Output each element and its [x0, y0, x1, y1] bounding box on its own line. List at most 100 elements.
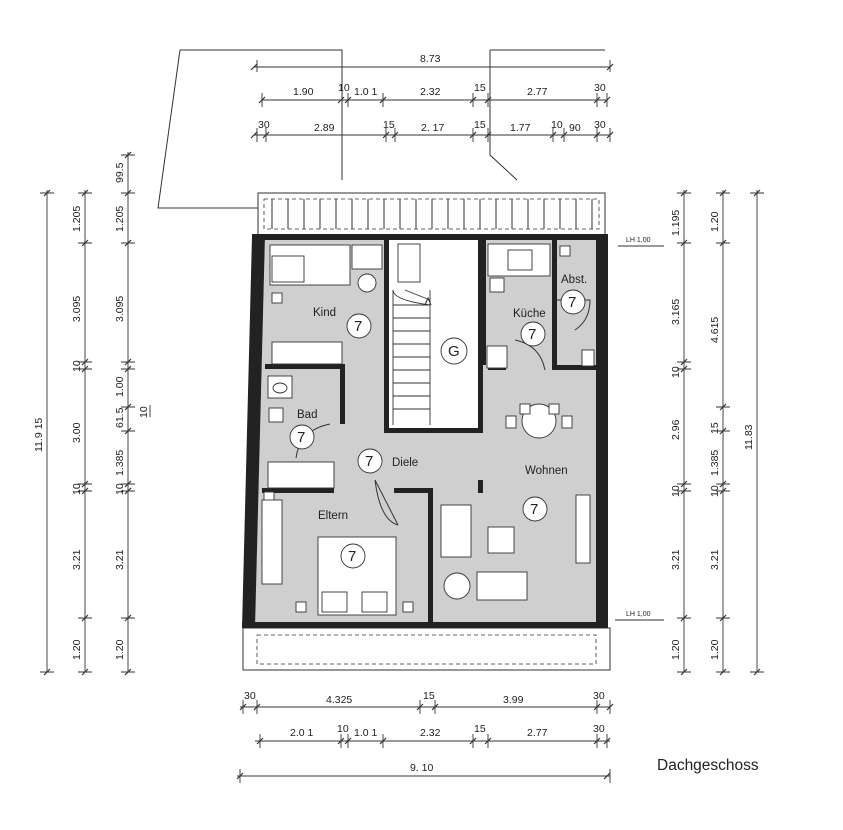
room-label-eltern: Eltern [318, 510, 348, 522]
marker-eltern: 7 [340, 543, 366, 569]
svg-text:2.96: 2.96 [670, 419, 682, 440]
svg-text:10: 10 [337, 723, 349, 735]
svg-text:9. 10: 9. 10 [410, 762, 434, 774]
dims-top [250, 60, 614, 142]
staircase [384, 240, 483, 433]
svg-text:1.0 1: 1.0 1 [354, 727, 378, 739]
bottom-balcony [242, 627, 611, 671]
svg-text:1.205: 1.205 [114, 206, 126, 232]
dims-bottom [236, 700, 614, 783]
svg-text:7: 7 [528, 326, 536, 343]
svg-text:4.325: 4.325 [326, 694, 352, 706]
svg-text:11.83: 11.83 [743, 424, 755, 450]
svg-text:11.9 15: 11.9 15 [33, 418, 45, 452]
marker-diele: 7 [357, 448, 383, 474]
svg-text:7: 7 [348, 548, 356, 565]
lh-lower: LH 1,00 [626, 611, 651, 618]
svg-text:7: 7 [568, 294, 576, 311]
svg-text:3.21: 3.21 [114, 549, 126, 570]
dims-top-labels: 8.73 1.90 10 1.0 1 2.32 15 2.77 30 30 2.… [258, 53, 606, 134]
lh-markers: LH 1,00 LH 1,00 [615, 237, 664, 621]
svg-text:2.32: 2.32 [420, 86, 441, 98]
svg-text:1.90: 1.90 [293, 86, 314, 98]
svg-text:1.385: 1.385 [114, 450, 126, 476]
svg-text:30: 30 [593, 723, 605, 735]
svg-text:90: 90 [569, 122, 581, 134]
top-balcony [257, 192, 606, 236]
abst-furniture [559, 245, 595, 367]
svg-text:3.21: 3.21 [709, 549, 721, 570]
svg-text:15: 15 [383, 119, 395, 131]
svg-text:2. 17: 2. 17 [421, 122, 445, 134]
svg-text:7: 7 [365, 453, 373, 470]
kueche-furniture [486, 243, 551, 369]
svg-text:10: 10 [138, 406, 150, 418]
svg-text:2.89: 2.89 [314, 122, 335, 134]
marker-bad: 7 [289, 424, 315, 450]
svg-text:3.165: 3.165 [670, 299, 682, 325]
svg-text:1.205: 1.205 [71, 206, 83, 232]
svg-text:10: 10 [338, 82, 350, 94]
svg-text:8.73: 8.73 [420, 53, 441, 65]
svg-text:1.20: 1.20 [709, 639, 721, 660]
svg-text:10: 10 [670, 366, 682, 378]
svg-text:1.20: 1.20 [114, 639, 126, 660]
svg-text:3.00: 3.00 [71, 422, 83, 443]
room-label-diele: Diele [392, 457, 418, 469]
svg-text:30: 30 [594, 82, 606, 94]
room-label-bad: Bad [297, 409, 317, 421]
room-label-wohnen: Wohnen [525, 465, 568, 477]
svg-text:15: 15 [474, 82, 486, 94]
svg-text:30: 30 [593, 690, 605, 702]
svg-text:30: 30 [258, 119, 270, 131]
svg-text:15: 15 [474, 119, 486, 131]
dims-bottom-labels: 30 4.325 15 3.99 30 2.0 1 10 1.0 1 2.32 … [244, 690, 605, 774]
kind-furniture [269, 244, 383, 365]
svg-text:4.615: 4.615 [709, 317, 721, 343]
roof-outline [157, 49, 605, 209]
svg-text:15: 15 [474, 723, 486, 735]
marker-wohnen: 7 [522, 496, 548, 522]
svg-text:1.20: 1.20 [709, 211, 721, 232]
svg-text:1.0 1: 1.0 1 [354, 86, 378, 98]
svg-text:3.095: 3.095 [114, 296, 126, 322]
svg-text:3.21: 3.21 [71, 549, 83, 570]
marker-kueche: 7 [520, 321, 546, 347]
bad-furniture [263, 375, 335, 503]
lh-upper: LH 1,00 [626, 237, 651, 244]
svg-text:10: 10 [71, 483, 83, 495]
svg-text:2.77: 2.77 [527, 86, 548, 98]
svg-text:10: 10 [551, 119, 563, 131]
svg-text:15: 15 [423, 690, 435, 702]
room-label-abst: Abst. [561, 274, 587, 286]
outer-walls [242, 234, 608, 628]
svg-text:1.195: 1.195 [670, 210, 682, 236]
svg-text:2.32: 2.32 [420, 727, 441, 739]
svg-text:2.0 1: 2.0 1 [290, 727, 314, 739]
svg-text:61.5: 61.5 [114, 407, 126, 428]
svg-text:1.20: 1.20 [71, 639, 83, 660]
svg-text:10: 10 [670, 485, 682, 497]
svg-text:99.5: 99.5 [114, 162, 126, 183]
svg-text:1.00: 1.00 [114, 376, 126, 397]
dims-right-labels: 1.195 3.165 10 2.96 10 3.21 1.20 1.20 4.… [670, 210, 755, 660]
svg-text:7: 7 [297, 429, 305, 446]
svg-text:3.21: 3.21 [670, 549, 682, 570]
marker-abst: 7 [560, 289, 586, 315]
floor-title: Dachgeschoss [657, 757, 759, 774]
svg-text:3.99: 3.99 [503, 694, 524, 706]
marker-kind: 7 [346, 313, 372, 339]
room-label-kueche: Küche [513, 308, 546, 320]
svg-text:7: 7 [530, 501, 538, 518]
svg-text:30: 30 [244, 690, 256, 702]
svg-text:15: 15 [709, 422, 721, 434]
svg-text:10: 10 [71, 360, 83, 372]
dims-right [677, 189, 764, 676]
room-markers: 7 7 7 7 7 7 7 G [289, 289, 586, 569]
svg-text:1.385: 1.385 [709, 450, 721, 476]
svg-text:10: 10 [114, 483, 126, 495]
svg-text:2.77: 2.77 [527, 727, 548, 739]
svg-text:1.20: 1.20 [670, 639, 682, 660]
dims-left-labels: 11.9 15 1.205 3.095 10 3.00 10 3.21 1.20… [33, 162, 150, 660]
